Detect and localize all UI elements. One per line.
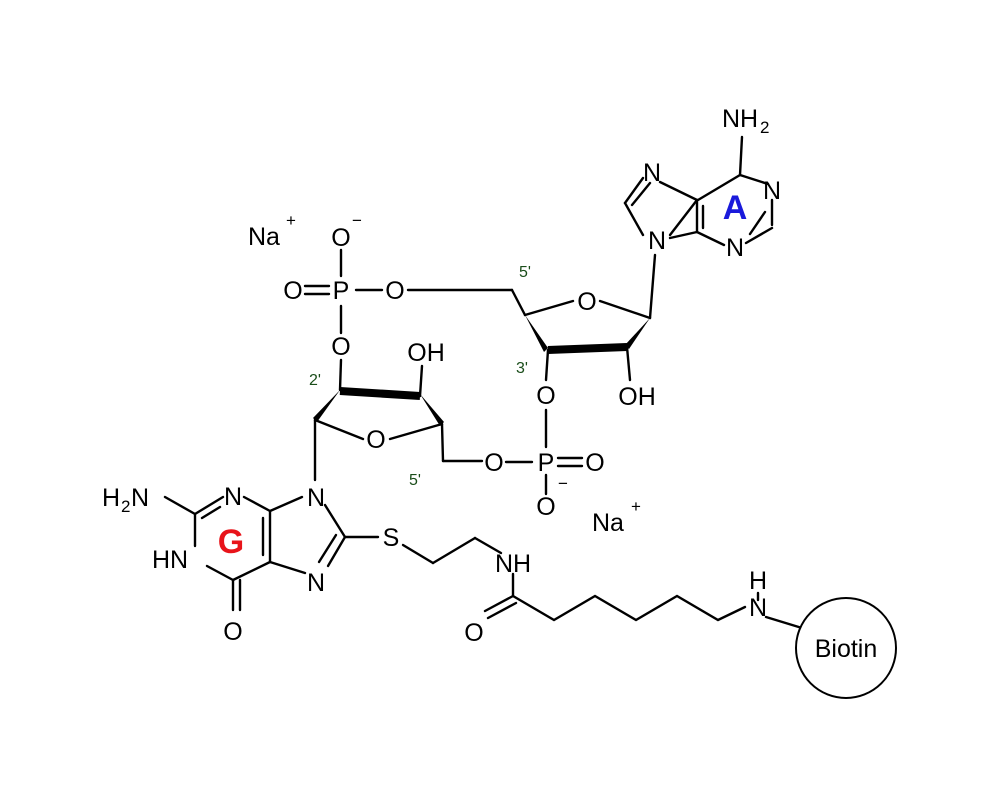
guanine-n3: N (224, 483, 242, 511)
bond-c1-n9-a (648, 253, 657, 320)
bond-c4-c5-g (440, 422, 445, 463)
p-top-ominus: O (331, 224, 350, 252)
adenine-n9: N (648, 227, 666, 255)
guanine-label: G (218, 523, 244, 561)
guanine-h2n-h: H (102, 484, 120, 512)
bond-a-c5-c6 (696, 173, 742, 202)
na-top-plus: + (286, 211, 296, 230)
p-bottom-p: P (538, 449, 555, 477)
p-top-minus: − (352, 211, 362, 230)
wedge-c3-c4-g (420, 394, 444, 426)
bond-s-ch2 (401, 543, 435, 565)
bond-c4-o4-a (523, 299, 575, 317)
bond-g-c8-n9 (323, 503, 347, 539)
bond-c5-c4-a (510, 288, 527, 317)
bond-a-n7-c8 (623, 176, 645, 205)
bond-g-nh2-c2 (163, 495, 197, 516)
bond-a-n9-c4 (668, 198, 699, 237)
p-bottom-ominus: O (536, 493, 555, 521)
bond-ch2-ch2 (431, 536, 477, 565)
guanine-h2n-n: N (131, 484, 149, 512)
p-top-p: P (333, 277, 350, 305)
bond-a-c8-n9 (623, 201, 645, 237)
p-bottom-minus: − (558, 474, 568, 493)
wedge-c2-c1-g (313, 390, 340, 422)
bold-c3-c2-a (547, 343, 628, 354)
wedge-c4-c3-a (525, 315, 548, 352)
guanine-n9: N (307, 484, 325, 512)
ribose-g-ring-o: O (366, 426, 385, 454)
p-bottom-o-up: O (536, 382, 555, 410)
p-bottom-o-left: O (484, 449, 503, 477)
p-top-o-down: O (331, 333, 350, 361)
p-bottom-o-double: O (585, 449, 604, 477)
bond-g-n3-c2-inner (200, 505, 222, 520)
linker-amide-o: O (464, 619, 483, 647)
bond-g-c5-n7 (268, 560, 307, 575)
ribose-g-pos-5: 5' (409, 472, 421, 489)
linker-nh: NH (495, 550, 531, 578)
bond-a-n7-c8-inner (630, 181, 652, 207)
bond-a-c4-n9 (668, 230, 699, 240)
bond-a-c6-nh2 (738, 135, 744, 177)
bond-c2-oh-a (625, 345, 632, 382)
bond-a-c6-n1 (738, 173, 770, 186)
na-bottom: Na (592, 509, 624, 537)
bond-a-c4-c5 (658, 180, 699, 202)
bond-g-c6-c5 (231, 560, 272, 582)
adenine-label: A (723, 189, 748, 227)
bond-a-c2-n3 (744, 226, 774, 245)
ribose-g-oh: OH (407, 339, 445, 367)
adenine-nh: NH (722, 105, 758, 133)
guanine-h2n-sub: 2 (121, 497, 130, 516)
bond-o4-c4-g (388, 422, 444, 441)
guanine-o6: O (223, 618, 242, 646)
bond-hexyl-chain (511, 594, 747, 622)
wedge-c1-c2-a (625, 318, 650, 349)
ribose-a-ring-o: O (577, 288, 596, 316)
bond-g-n3-c2 (193, 495, 225, 516)
na-bottom-plus: + (631, 497, 641, 516)
bond-a-c2-n3-inner (748, 210, 767, 236)
linker-nh-top-h: H (749, 567, 767, 595)
bond-c3-oh-g (418, 364, 424, 398)
p-top-o-double: O (283, 277, 302, 305)
adenine-nh2-sub: 2 (760, 118, 769, 137)
bond-c1-o4-g (313, 418, 365, 441)
ribose-a-pos-3: 3' (516, 360, 528, 377)
bond-a-n3-c4 (695, 230, 726, 247)
ribose-a-oh: OH (618, 383, 656, 411)
biotin-circle (795, 597, 897, 699)
bond-co-o-2 (486, 601, 518, 620)
bond-g-n7-c8-inner (317, 533, 338, 564)
bond-layer (163, 135, 804, 630)
bond-ch2-nh (473, 536, 503, 555)
bond-g-n9-c4 (268, 495, 304, 513)
guanine-n7: N (307, 569, 325, 597)
p-top-o-ester: O (385, 277, 404, 305)
bond-g-n7-c8 (326, 535, 347, 568)
bond-o-c2-g (338, 358, 343, 392)
bond-nh-biotin (764, 615, 804, 630)
adenine-n7: N (643, 159, 661, 187)
biotin-label: Biotin (815, 635, 878, 663)
na-top: Na (248, 223, 280, 251)
bold-c2-c3-g (339, 387, 421, 400)
bond-g-c4-n3 (242, 495, 272, 513)
linker-nh-top-n: N (749, 594, 767, 622)
guanine-hn1: HN (152, 546, 188, 574)
ribose-a-pos-5: 5' (519, 264, 531, 281)
bond-c3-o3-a (544, 348, 550, 382)
bond-co-o-1 (483, 594, 515, 613)
linker-s: S (383, 524, 400, 552)
bond-g-n1-c6 (205, 564, 235, 582)
adenine-n1: N (763, 177, 781, 205)
adenine-n3: N (726, 234, 744, 262)
ribose-g-pos-2: 2' (309, 372, 321, 389)
bond-o4-c1-a (598, 299, 652, 320)
